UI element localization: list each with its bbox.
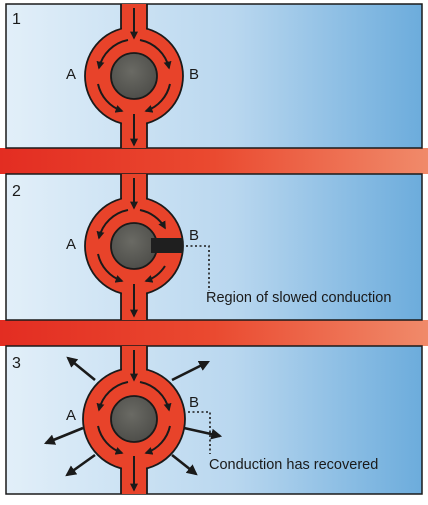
outward-spread-arrows: [43, 356, 223, 477]
circuit-arrows: [96, 178, 166, 318]
panel-3: 3 A B Conduction has recovered: [5, 345, 423, 495]
slowed-conduction-note: Region of slowed conduction: [206, 290, 391, 306]
label-a: A: [66, 236, 76, 253]
tissue-band-bottom: [0, 320, 428, 346]
callout-line: [186, 245, 210, 291]
panel-number: 3: [12, 355, 21, 372]
circuit-arrows: [96, 8, 172, 147]
tissue-band-top: [0, 148, 428, 174]
circuit-arrows: [96, 350, 172, 492]
label-b: B: [189, 66, 199, 83]
label-b: B: [189, 394, 199, 411]
panel-number: 2: [12, 183, 21, 200]
central-obstacle: [110, 222, 158, 270]
callout-line: [188, 411, 211, 454]
panel-1: 1 A B: [5, 3, 423, 149]
label-b: B: [189, 227, 199, 244]
central-obstacle: [110, 395, 158, 443]
label-a: A: [66, 66, 76, 83]
panel-number: 1: [12, 11, 21, 28]
recovered-conduction-note: Conduction has recovered: [209, 457, 378, 473]
panel-2: 2 A B Region of slowed conduction: [5, 173, 423, 321]
slowed-conduction-block: [151, 238, 183, 253]
central-obstacle: [110, 52, 158, 100]
label-a: A: [66, 407, 76, 424]
